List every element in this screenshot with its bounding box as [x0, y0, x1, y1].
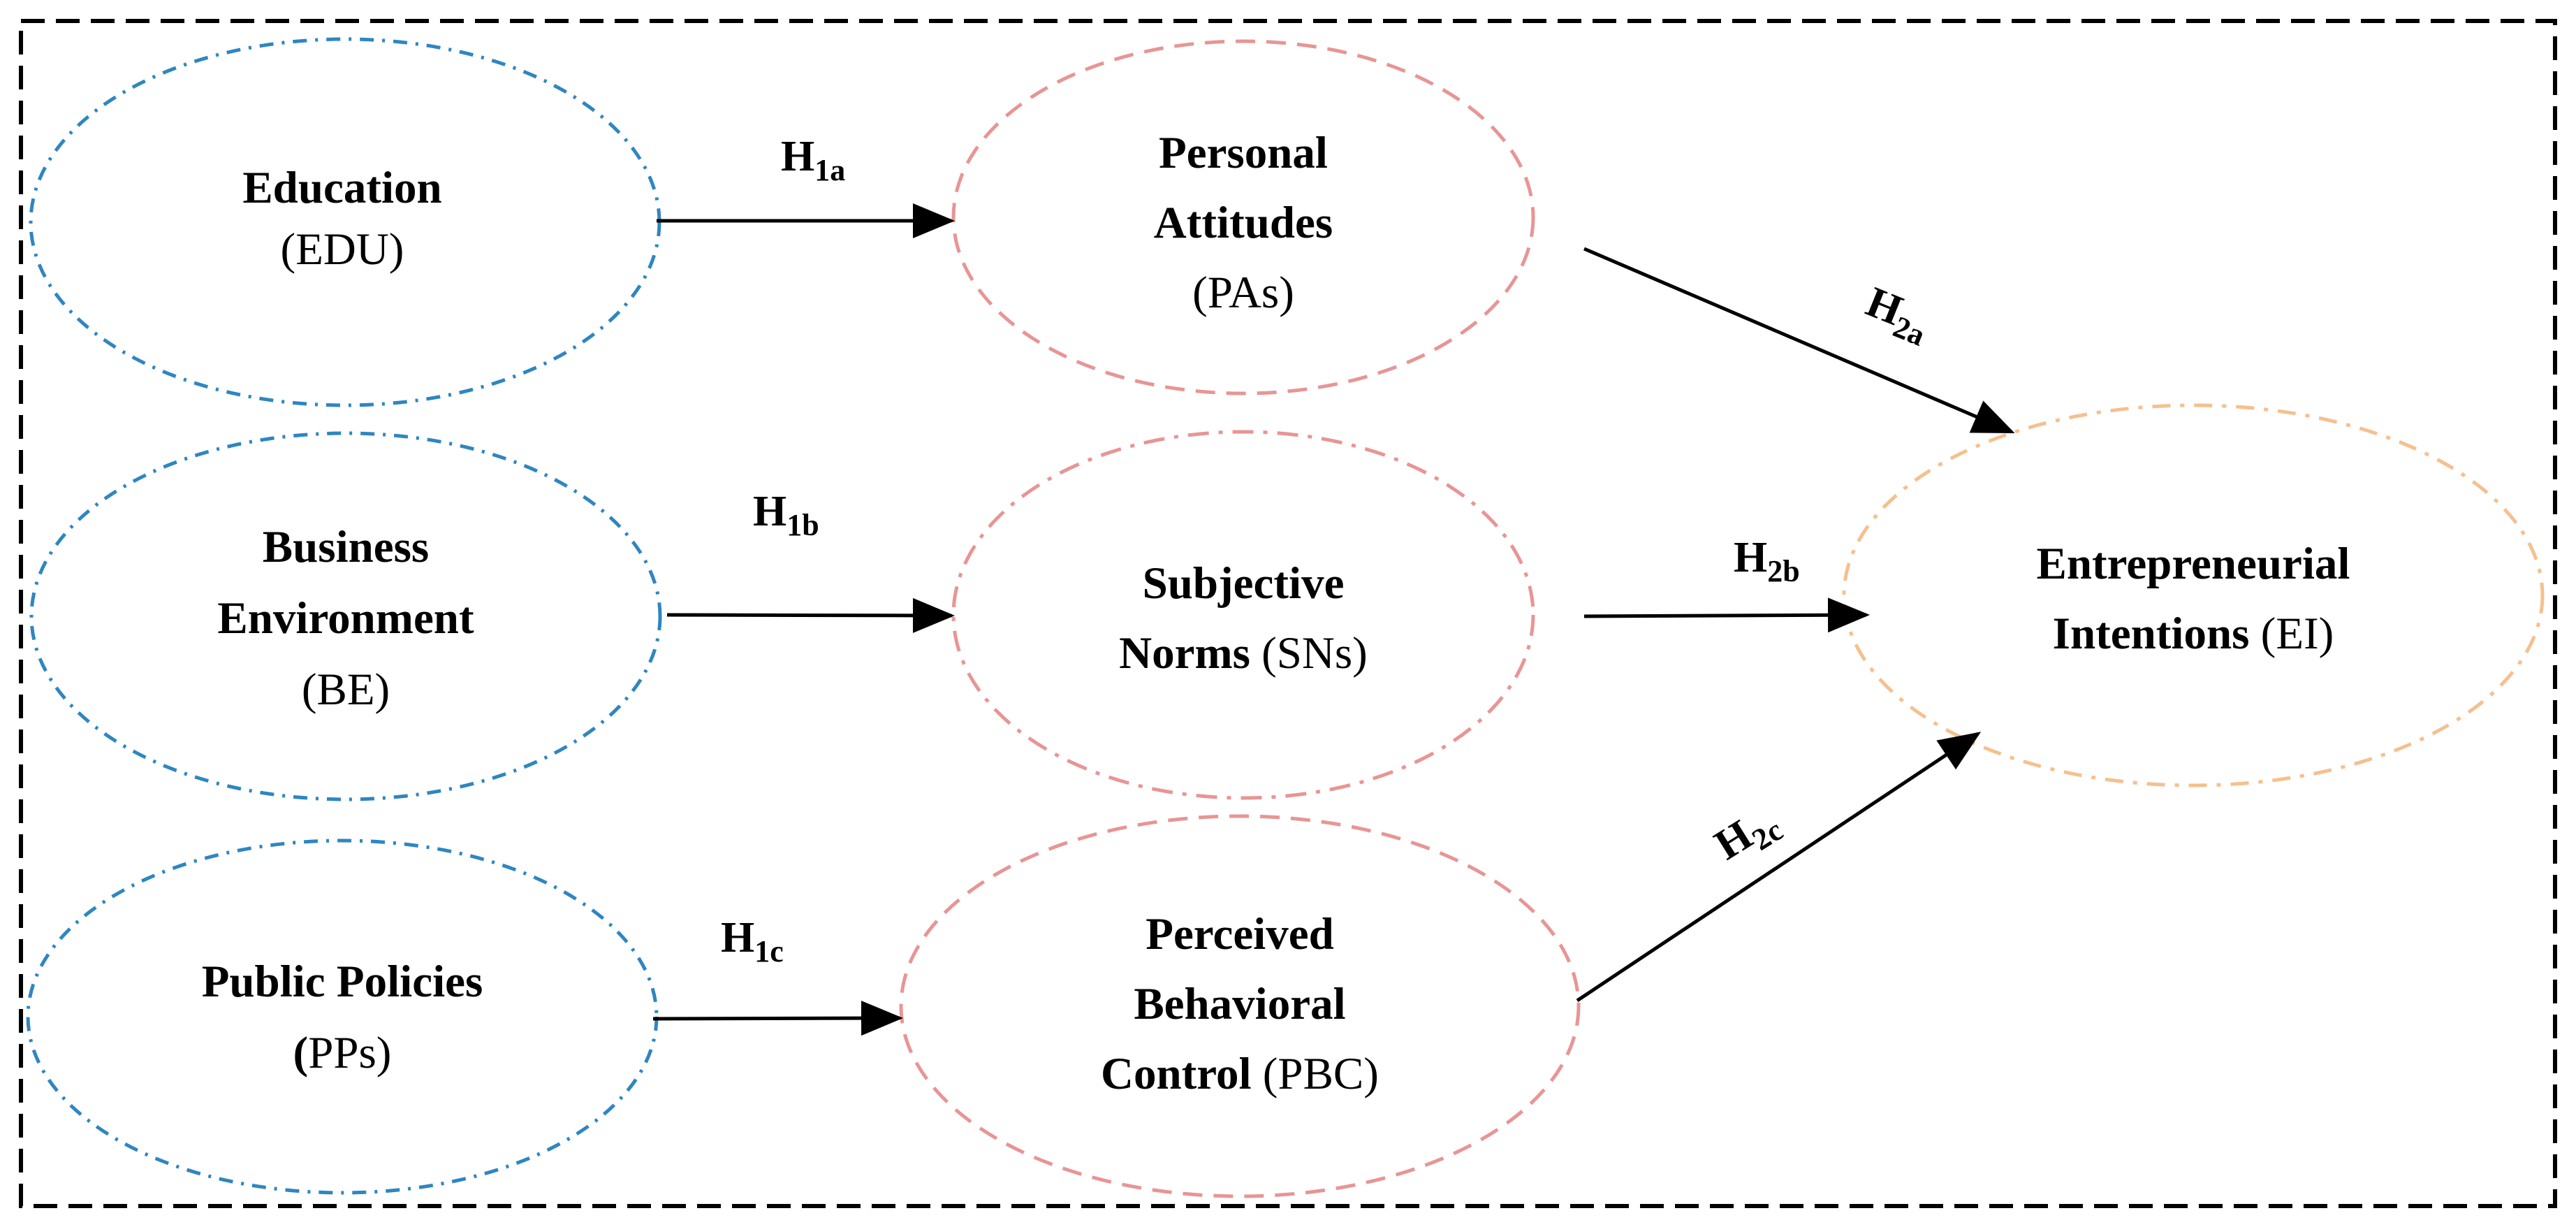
label-segment: Behavioral: [1134, 979, 1345, 1029]
label-segment: (PAs): [1192, 268, 1294, 318]
arrow-pbc-to-ei: [1576, 732, 1982, 1003]
label-line: Environment: [217, 593, 474, 644]
label-segment: Perceived: [1146, 909, 1334, 959]
label-segment: Environment: [217, 593, 474, 644]
label-line: Attitudes: [1154, 198, 1333, 248]
hypothesis-h2b-label: H2b: [1734, 534, 1800, 588]
business-environment-ellipse: [29, 431, 662, 801]
label-line: Behavioral: [1134, 979, 1345, 1029]
label-segment: (EI): [2249, 609, 2334, 659]
label-line: Control (PBC): [1101, 1049, 1379, 1099]
hypothesis-letter: H: [1734, 534, 1767, 581]
public-policies-label: Public Policies (PPs): [202, 957, 483, 1078]
label-segment: Control: [1101, 1049, 1251, 1099]
label-segment: (BE): [302, 665, 390, 715]
label-segment: Attitudes: [1154, 198, 1333, 248]
label-segment: (PBC): [1252, 1049, 1379, 1099]
label-line: Perceived: [1146, 909, 1334, 959]
label-line: Public Policies: [202, 957, 483, 1007]
label-segment: Business: [263, 522, 429, 572]
label-line: (BE): [302, 665, 390, 715]
hypothesis-letter: H: [721, 914, 754, 961]
label-line: (EDU): [281, 224, 404, 275]
subjective-norms-ellipse: [951, 430, 1535, 800]
label-segment: Entrepreneurial: [2037, 539, 2350, 589]
hypothesis-h1c-label: H1c: [721, 914, 784, 968]
education-label: Education (EDU): [242, 163, 441, 275]
label-line: Subjective: [1143, 558, 1345, 609]
hypothesis-subscript: 1b: [786, 508, 819, 542]
outer-frame: [19, 19, 2557, 1208]
hypothesis-h2c-label: H2c: [1706, 796, 1788, 876]
label-line: Entrepreneurial: [2037, 539, 2350, 589]
label-line: Norms (SNs): [1119, 628, 1368, 678]
arrow-pps-to-pbc: [652, 1001, 903, 1036]
hypothesis-subscript: 1c: [754, 934, 784, 968]
hypothesis-subscript: 1a: [814, 153, 845, 187]
label-segment: (: [293, 1028, 309, 1078]
hypothesis-h1b-label: H1b: [753, 488, 819, 542]
entrepreneurial-intentions-ellipse: [1842, 403, 2545, 787]
public-policies-ellipse: [26, 838, 659, 1195]
label-line: Intentions (EI): [2053, 609, 2334, 659]
label-segment: Intentions: [2053, 609, 2250, 659]
hypothesis-h1a-label: H1a: [781, 133, 845, 187]
hypothesis-subscript: 2b: [1767, 554, 1799, 588]
hypothesis-letter: H: [781, 133, 814, 180]
label-line: (PPs): [293, 1028, 392, 1078]
label-line: Personal: [1159, 128, 1328, 178]
arrow-sns-to-ei: [1583, 597, 1870, 633]
label-segment: PPs): [308, 1028, 391, 1078]
arrow-pas-to-ei: [1583, 247, 2015, 434]
label-segment: (EDU): [281, 224, 404, 275]
label-segment: Norms: [1119, 628, 1250, 678]
hypothesis-letter: H: [1706, 811, 1760, 869]
label-segment: Personal: [1159, 128, 1328, 178]
education-ellipse: [29, 37, 661, 407]
label-line: Education: [242, 163, 441, 213]
arrow-be-to-sns: [666, 597, 955, 633]
label-segment: Subjective: [1143, 558, 1345, 609]
label-segment: Education: [242, 163, 441, 213]
hypothesis-h2a-label: H2a: [1857, 278, 1938, 353]
label-segment: Public Policies: [202, 957, 483, 1007]
label-line: (PAs): [1192, 268, 1294, 318]
label-segment: (SNs): [1250, 628, 1368, 678]
hypothesis-letter: H: [753, 488, 786, 535]
label-line: Business: [263, 522, 429, 572]
